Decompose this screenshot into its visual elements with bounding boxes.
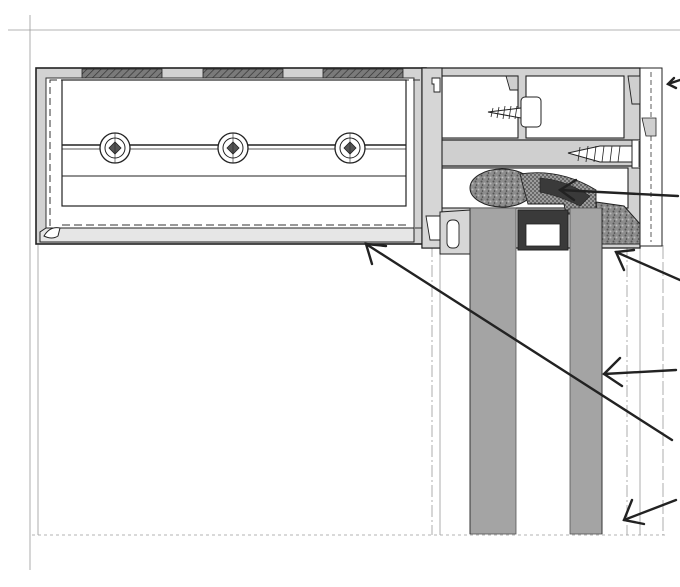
frame-right-clip (641, 117, 657, 137)
dark-gasket (539, 177, 591, 207)
arrowhead-icon (622, 498, 678, 526)
screw-head-icon (99, 132, 131, 164)
leader-arrows (364, 76, 680, 526)
top-strip-3 (322, 68, 404, 79)
arrowhead-icon (614, 248, 680, 282)
arrowhead-icon (665, 76, 680, 90)
arrowhead-icon (557, 178, 680, 202)
wall-plug-icon (520, 96, 542, 128)
bottom-lip (39, 227, 415, 243)
spacer-bar-hollow (525, 223, 561, 247)
shutter-box (35, 67, 427, 245)
inner-bead-slot (446, 219, 460, 249)
glazing (469, 207, 603, 535)
frame-chamber-upper-left (441, 75, 519, 139)
frame-left-leg (421, 67, 443, 249)
frame-clip-top (431, 77, 441, 93)
glass-pane-inner (469, 207, 517, 535)
bottom-hook (43, 227, 61, 239)
top-strip-1 (81, 68, 163, 79)
arrowhead-icon (364, 242, 674, 442)
screw-head-icon (334, 132, 366, 164)
glass-pane-outer (569, 207, 603, 535)
top-strip-2 (202, 68, 284, 79)
guide-lines (8, 15, 680, 570)
frame-chamber-upper-right (525, 75, 625, 139)
chamber-clip-1 (505, 75, 519, 91)
screw-head-icon (217, 132, 249, 164)
arrowhead-icon (602, 356, 678, 388)
anchor-screw-icon (487, 105, 522, 120)
